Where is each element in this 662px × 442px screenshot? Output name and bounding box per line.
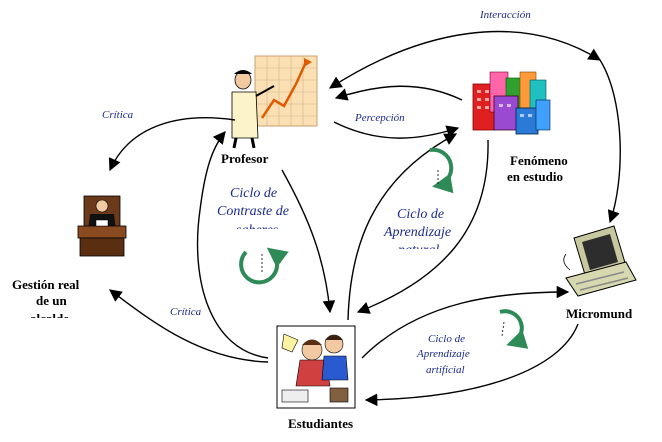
- cycle-natural-line1: Ciclo de: [397, 207, 444, 222]
- cycle-contraste-line3: saberes: [236, 223, 279, 238]
- edge-fenomeno-estudiantes: [356, 139, 489, 314]
- edge-critica-bottom: [108, 289, 269, 363]
- label-critica-top: Crítica: [102, 109, 134, 121]
- node-gestion-line1: Gestión real: [12, 277, 80, 292]
- edge-micromundo-estudiantes: [364, 323, 579, 407]
- cycle-natural-line2: Aprendizaje: [383, 225, 451, 240]
- edge-estudiantes-fenomeno: [347, 133, 458, 321]
- edge-estudiantes-profesor: [196, 131, 269, 359]
- cycle-arrow-contraste-icon: [239, 247, 289, 285]
- node-micromundo: Micromund: [566, 306, 633, 321]
- edge-percepcion-lower: [333, 121, 460, 139]
- node-fenomeno-line2: en estudio: [507, 169, 563, 184]
- cycle-artificial-line2: Aprendizaje: [416, 348, 470, 360]
- node-estudiantes: Estudiantes: [288, 416, 353, 431]
- label-interaccion: Interacción: [479, 9, 531, 21]
- edge-profesor-estudiantes: [281, 169, 336, 314]
- node-gestion-line3: alcalde: [30, 311, 69, 326]
- cycle-artificial-line3: artificial: [426, 364, 465, 376]
- edge-critica-top: [108, 117, 236, 172]
- label-percepcion: Percepción: [354, 112, 405, 124]
- label-critica-bottom: Crítica: [170, 306, 202, 318]
- edge-estudiantes-micromundo: [361, 285, 570, 359]
- cycle-arrow-natural-icon: [429, 147, 454, 194]
- cycle-contraste-line1: Ciclo de: [230, 186, 277, 201]
- cycle-natural-line3: natural: [398, 243, 439, 258]
- edge-percepcion-upper: [334, 85, 463, 101]
- judge-icon: [77, 195, 127, 257]
- node-fenomeno-line1: Fenómeno: [510, 153, 568, 168]
- node-gestion-line2: de un: [36, 293, 67, 308]
- node-profesor: Profesor: [221, 151, 269, 166]
- city-buildings-icon: [472, 71, 551, 135]
- teacher-chart-icon: [231, 55, 318, 149]
- cycle-artificial-line1: Ciclo de: [428, 333, 465, 345]
- cycle-arrow-artificial-icon: [499, 309, 529, 349]
- edge-interaccion-2: [599, 59, 621, 224]
- cycle-contraste-line2: Contraste de: [217, 204, 289, 219]
- computer-icon: [563, 225, 637, 297]
- edge-interaccion-1: [328, 30, 602, 89]
- students-icon: [276, 325, 356, 409]
